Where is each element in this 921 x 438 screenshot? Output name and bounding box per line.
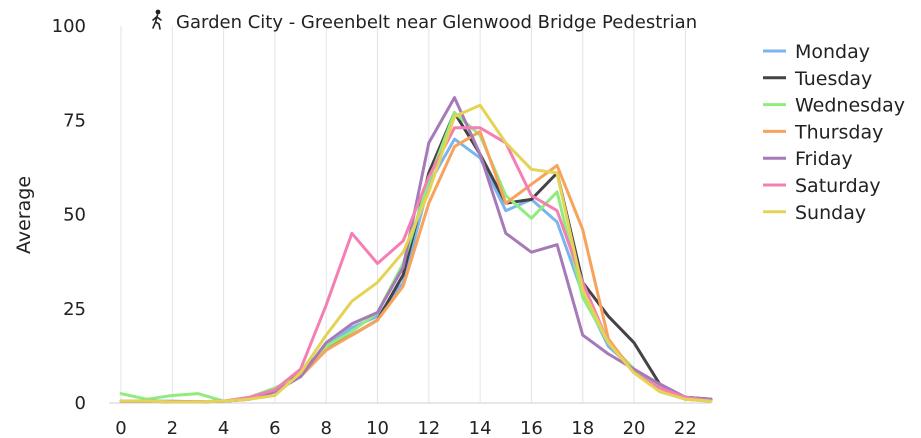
grid bbox=[109, 26, 711, 404]
y-axis-ticks: 0 25 50 75 100 bbox=[52, 16, 86, 414]
x-tick-label: 4 bbox=[218, 418, 229, 438]
x-tick-label: 2 bbox=[167, 418, 178, 438]
y-tick-label: 50 bbox=[63, 205, 86, 226]
legend-label-tuesday[interactable]: Tuesday bbox=[794, 68, 872, 90]
y-axis-label: Average bbox=[13, 176, 35, 254]
x-tick-label: 12 bbox=[417, 418, 440, 438]
legend-label-monday[interactable]: Monday bbox=[795, 41, 870, 63]
legend-label-saturday[interactable]: Saturday bbox=[795, 175, 881, 197]
x-tick-label: 14 bbox=[469, 418, 492, 438]
legend: MondayTuesdayWednesdayThursdayFridaySatu… bbox=[763, 41, 905, 224]
legend-label-thursday[interactable]: Thursday bbox=[794, 121, 883, 143]
chart-title: Garden City - Greenbelt near Glenwood Br… bbox=[176, 12, 697, 33]
x-tick-label: 20 bbox=[623, 418, 646, 438]
x-tick-label: 8 bbox=[320, 418, 331, 438]
legend-label-friday[interactable]: Friday bbox=[795, 148, 853, 170]
series-line-sunday bbox=[119, 103, 713, 404]
chart-title-group: Garden City - Greenbelt near Glenwood Br… bbox=[152, 9, 697, 33]
x-tick-label: 16 bbox=[520, 418, 543, 438]
y-tick-label: 0 bbox=[75, 393, 86, 414]
y-tick-label: 100 bbox=[52, 16, 86, 37]
y-tick-label: 25 bbox=[63, 299, 86, 320]
legend-label-wednesday[interactable]: Wednesday bbox=[795, 95, 905, 117]
x-tick-label: 18 bbox=[571, 418, 594, 438]
x-tick-label: 10 bbox=[366, 418, 389, 438]
x-tick-label: 22 bbox=[674, 418, 697, 438]
pedestrian-icon bbox=[152, 9, 162, 30]
series-lines bbox=[119, 96, 713, 404]
x-tick-label: 6 bbox=[269, 418, 280, 438]
x-axis-ticks: 0 2 4 6 8 10 12 14 16 18 20 22 bbox=[115, 418, 697, 438]
legend-label-sunday[interactable]: Sunday bbox=[795, 202, 866, 224]
y-tick-label: 75 bbox=[63, 110, 86, 131]
x-tick-label: 0 bbox=[115, 418, 126, 438]
